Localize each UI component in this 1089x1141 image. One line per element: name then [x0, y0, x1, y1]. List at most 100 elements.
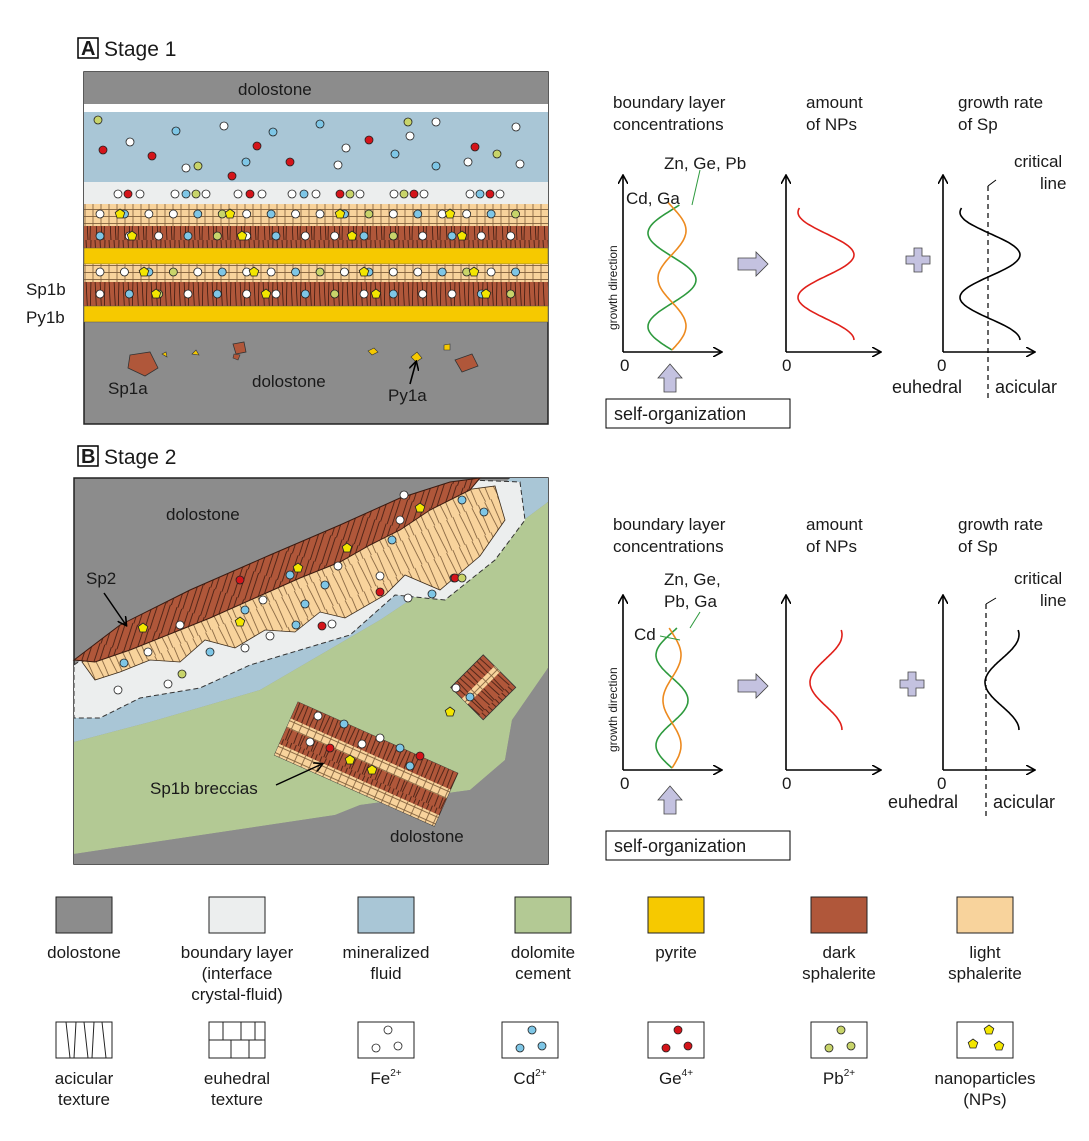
cd-ion	[320, 580, 330, 590]
nanoparticle	[444, 706, 456, 717]
nanoparticle	[292, 562, 304, 573]
fe-ion	[431, 117, 441, 127]
sp1a-grain	[232, 353, 241, 361]
ge-ion	[485, 189, 495, 199]
fe-ion	[359, 289, 369, 299]
nanoparticle	[983, 1024, 995, 1035]
nanoparticle	[993, 1040, 1005, 1051]
py1b-label: Py1b	[26, 308, 65, 327]
fe-ion	[311, 189, 321, 199]
ge-ion	[147, 151, 157, 161]
ge-ion	[415, 751, 425, 761]
ge-ion	[245, 189, 255, 199]
cd-ion	[212, 289, 222, 299]
fe-ion	[451, 683, 461, 693]
cd-ion	[431, 161, 441, 171]
cd-ion	[119, 658, 129, 668]
fe-ion	[511, 122, 521, 132]
cd-ion	[486, 209, 496, 219]
cd-ion	[268, 127, 278, 137]
cd-ion	[171, 126, 181, 136]
pb-ion-icon: Pb2+	[810, 1021, 868, 1088]
growth-title: of Sp	[958, 537, 998, 556]
origin-label: 0	[782, 356, 791, 375]
fe-ion	[419, 189, 429, 199]
fe-ion	[313, 711, 323, 721]
nanoparticle	[137, 622, 149, 633]
orange-curve	[657, 201, 687, 351]
cd-ion	[299, 189, 309, 199]
growth-curve	[984, 629, 1020, 731]
cd-ion	[181, 189, 191, 199]
fe-ion	[287, 189, 297, 199]
green-label: Zn, Ge, Pb	[664, 154, 746, 173]
cd-ion	[124, 289, 134, 299]
legend-label: sphalerite	[948, 964, 1022, 983]
pb-ion	[364, 209, 374, 219]
orange-curve	[662, 627, 682, 769]
fe-ion	[437, 209, 447, 219]
nps-curve	[809, 629, 843, 731]
cd-ion	[95, 231, 105, 241]
growth-curve	[959, 207, 1021, 341]
cd-ion	[271, 231, 281, 241]
growth-title: growth rate	[958, 93, 1043, 112]
cd-ion	[183, 231, 193, 241]
fe-ion	[233, 189, 243, 199]
legend-label: nanoparticles	[934, 1069, 1035, 1088]
ion	[383, 1025, 393, 1035]
nanoparticle	[138, 266, 150, 277]
legend-label: pyrite	[655, 943, 697, 962]
fe-ion	[113, 685, 123, 695]
ge-ion	[317, 621, 327, 631]
legend-swatch	[514, 896, 572, 934]
dolostone-label: dolostone	[252, 372, 326, 391]
ge-ion	[364, 135, 374, 145]
orange-label: Cd, Ga	[626, 189, 680, 208]
nanoparticle	[468, 266, 480, 277]
ge-ion	[235, 575, 245, 585]
fe-ion	[242, 209, 252, 219]
legend-label: boundary layer	[181, 943, 294, 962]
panel-b: B Stage 2 dolostone Sp2 Sp1b b	[72, 445, 549, 865]
green-curve	[655, 627, 689, 769]
pb-ion	[168, 267, 178, 277]
legend-label: sphalerite	[802, 964, 876, 983]
legend-item: pyrite	[647, 896, 705, 962]
cd-ion	[437, 267, 447, 277]
fe-ion	[154, 231, 164, 241]
legend-label: light	[969, 943, 1000, 962]
fe-ion	[163, 679, 173, 689]
acicular-label: acicular	[993, 792, 1055, 812]
ge-ion	[98, 145, 108, 155]
legend-swatch	[357, 896, 415, 934]
pb-ion	[93, 115, 103, 125]
panel-letter: A	[81, 38, 95, 60]
green-label: Pb, Ga	[664, 592, 717, 611]
critical-label: line	[1040, 591, 1066, 610]
legend-label: euhedral	[204, 1069, 270, 1088]
legend-swatch	[810, 896, 868, 934]
nanoparticle	[236, 230, 248, 241]
legend-label: dolostone	[47, 943, 121, 962]
nps-title: of NPs	[806, 115, 857, 134]
fe-ion	[240, 643, 250, 653]
nps-title: amount	[806, 93, 863, 112]
ion	[846, 1041, 856, 1051]
ge-ion	[325, 743, 335, 753]
fe-ion	[375, 571, 385, 581]
fe-ion	[506, 231, 516, 241]
dolostone-top-layer	[84, 72, 548, 104]
fluid-ions	[93, 115, 525, 181]
nanoparticle	[150, 288, 162, 299]
breccias-arrow	[275, 764, 322, 786]
nanoparticle	[480, 288, 492, 299]
self-org-box	[605, 398, 791, 429]
legend-label: (interface	[202, 964, 273, 983]
fe-ion	[315, 209, 325, 219]
sp1a-grain	[127, 351, 159, 377]
fe-ion	[265, 631, 275, 641]
legend-swatch	[55, 896, 113, 934]
